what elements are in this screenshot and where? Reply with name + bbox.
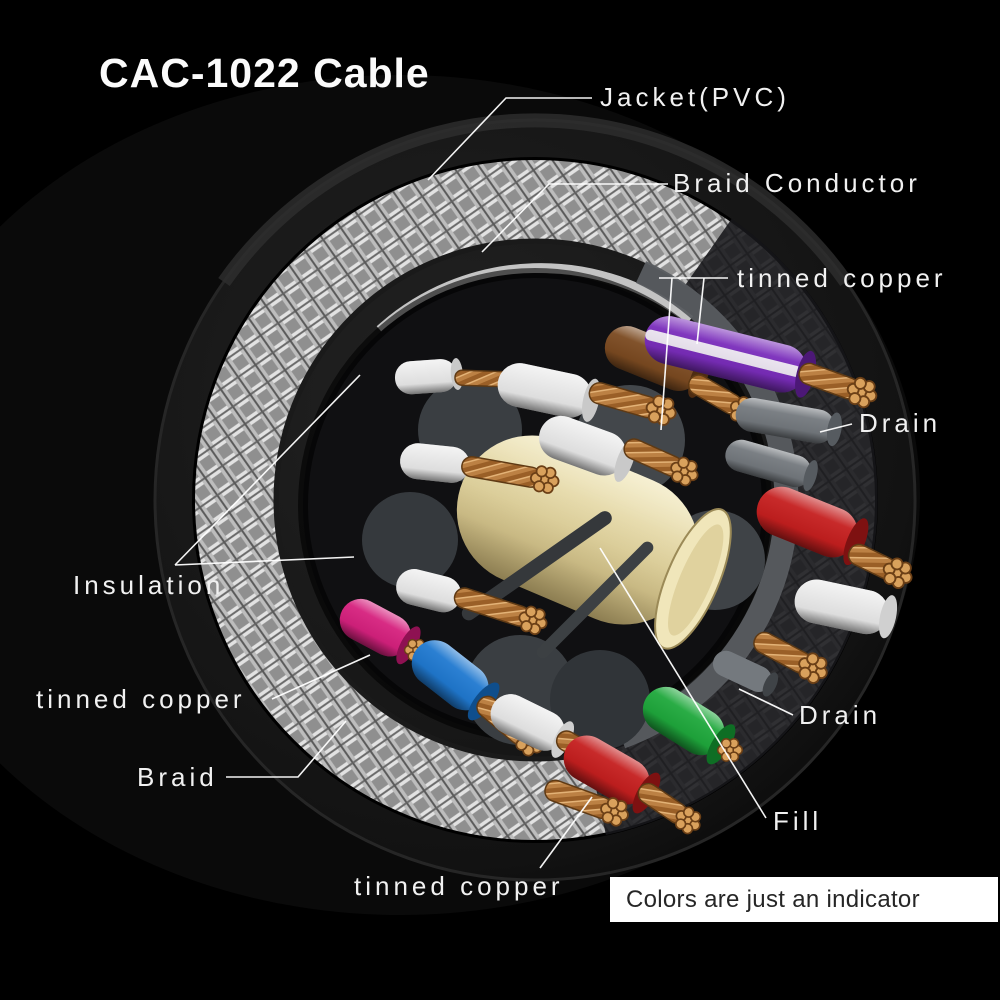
wire-white-right	[753, 579, 898, 689]
leader-lines	[174, 97, 853, 869]
drain-wire-lower	[712, 650, 779, 697]
label-fill: Fill	[773, 806, 823, 836]
diagram-title: CAC-1022 Cable	[99, 50, 430, 96]
wire-red-right	[756, 486, 918, 593]
label-tinned-copper-top: tinned copper	[737, 263, 947, 293]
copper-bottom-cluster	[544, 779, 633, 830]
wire-red-bottom	[563, 735, 707, 839]
label-jacket-pvc: Jacket(PVC)	[600, 82, 790, 112]
label-drain-lower: Drain	[799, 700, 882, 730]
note-text: Colors are just an indicator	[626, 885, 920, 913]
note-box: Colors are just an indicator	[610, 877, 998, 922]
wire-purple	[644, 316, 882, 412]
thin-drain-wires	[461, 511, 654, 659]
label-tinned-copper-left: tinned copper	[36, 684, 246, 714]
wire-white-mid-1	[400, 443, 562, 496]
drain-wire-right-a	[735, 397, 842, 447]
drain-wire-right-b	[725, 439, 818, 492]
wire-white-mid-2	[396, 569, 552, 638]
label-braid: Braid	[137, 762, 218, 792]
label-braid-conductor: Braid Conductor	[673, 168, 921, 198]
wire-pink	[339, 598, 429, 665]
label-tinned-copper-bottom: tinned copper	[354, 871, 564, 901]
label-insulation: Insulation	[73, 570, 225, 600]
wire-blue	[411, 640, 550, 762]
label-drain-right: Drain	[859, 408, 942, 438]
wire-white-top-b	[538, 415, 704, 490]
wire-white-top-a	[497, 363, 681, 429]
wire-white-small	[394, 358, 530, 395]
